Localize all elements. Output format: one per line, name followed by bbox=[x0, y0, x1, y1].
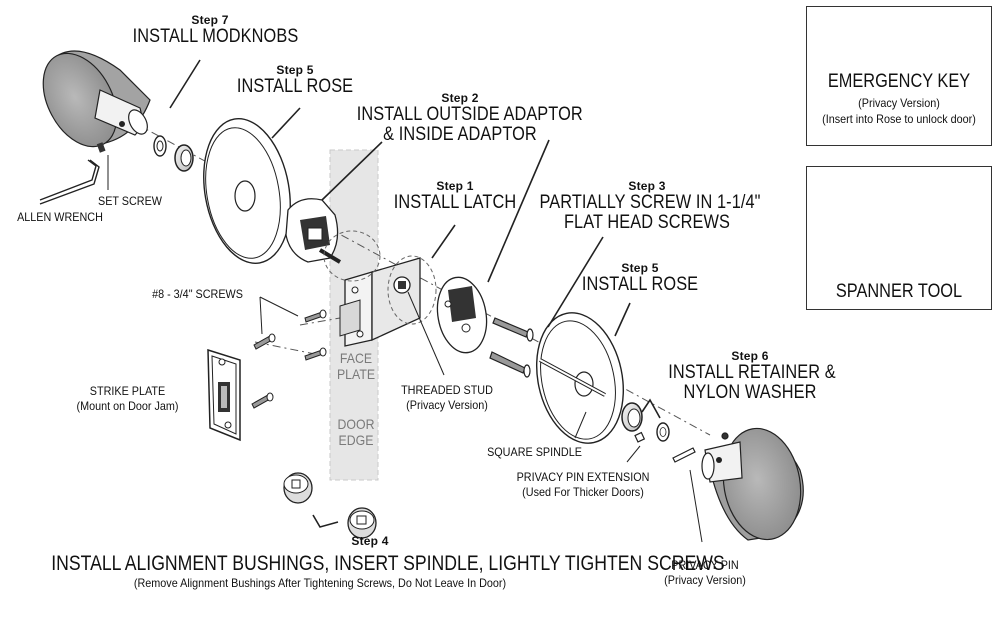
step5a-number: Step 5 bbox=[276, 63, 314, 77]
step4-title: INSTALL ALIGNMENT BUSHINGS, INSERT SPIND… bbox=[51, 552, 725, 575]
strike-plate-icon bbox=[207, 348, 241, 442]
door-edge-label: DOOR EDGE bbox=[337, 416, 375, 449]
step1-number: Step 1 bbox=[436, 179, 474, 193]
threaded-stud-label: THREADED STUD (Privacy Version) bbox=[401, 383, 493, 412]
leader-lines bbox=[107, 59, 703, 543]
step6-number: Step 6 bbox=[731, 349, 769, 363]
bushing-icon bbox=[283, 472, 377, 539]
step3-title-line1: PARTIALLY SCREW IN 1-1/4" bbox=[539, 191, 761, 213]
step6-label: Step 6 INSTALL RETAINER & NYLON WASHER bbox=[655, 350, 845, 404]
knob-icon bbox=[42, 50, 151, 148]
step4-subtitle: (Remove Alignment Bushings After Tighten… bbox=[133, 576, 507, 590]
strike-plate-label: STRIKE PLATE (Mount on Door Jam) bbox=[76, 384, 179, 413]
step6-title-line1: INSTALL RETAINER & bbox=[668, 361, 836, 383]
step3-number: Step 3 bbox=[628, 179, 666, 193]
step2-label: Step 2 INSTALL OUTSIDE ADAPTOR & INSIDE … bbox=[340, 91, 583, 146]
nylon-washer-icon bbox=[656, 422, 670, 442]
emergency-key-panel: EMERGENCY KEY (Privacy Version) (Insert … bbox=[806, 6, 992, 146]
step2-number: Step 2 bbox=[441, 91, 479, 105]
step5a-title: INSTALL ROSE bbox=[236, 75, 354, 97]
adaptor-icon bbox=[285, 198, 342, 264]
step4-number-label: Step 4 bbox=[330, 535, 410, 548]
outside-adaptor-icon bbox=[436, 276, 488, 354]
emergency-key-notes: (Privacy Version) (Insert into Rose to u… bbox=[822, 96, 976, 127]
spanner-tool-title: SPANNER TOOL bbox=[835, 281, 963, 302]
step5b-title: INSTALL ROSE bbox=[581, 273, 699, 295]
knob-right-icon bbox=[701, 427, 804, 541]
latch-icon bbox=[323, 230, 437, 347]
emergency-key-title: EMERGENCY KEY bbox=[827, 71, 971, 92]
step7-number: Step 7 bbox=[191, 13, 229, 27]
set-screw-icon bbox=[96, 142, 106, 153]
screw-icon bbox=[489, 317, 534, 378]
rose-right-icon bbox=[535, 312, 625, 444]
step2-title-line1: INSTALL OUTSIDE ADAPTOR bbox=[356, 103, 583, 125]
screws-8-label: #8 - 3/4" SCREWS bbox=[152, 287, 243, 301]
allen-wrench-icon bbox=[39, 159, 100, 205]
step5b-label: Step 5 INSTALL ROSE bbox=[560, 262, 720, 295]
allen-wrench-label: ALLEN WRENCH bbox=[17, 210, 103, 224]
rose-icon bbox=[203, 118, 291, 264]
step2-title-line2: & INSIDE ADAPTOR bbox=[383, 124, 537, 146]
small-screw-icon bbox=[251, 309, 327, 409]
privacy-pin-ext-label: PRIVACY PIN EXTENSION (Used For Thicker … bbox=[516, 470, 650, 499]
privacy-pin-icon bbox=[634, 431, 729, 463]
set-screw-label: SET SCREW bbox=[97, 194, 163, 208]
step7-label: Step 7 INSTALL MODKNOBS bbox=[120, 14, 300, 47]
square-spindle-label: SQUARE SPINDLE bbox=[487, 445, 582, 459]
spanner-tool-panel: SPANNER TOOL bbox=[806, 166, 992, 310]
retainer-right-icon bbox=[621, 402, 643, 432]
step5b-number: Step 5 bbox=[621, 261, 659, 275]
retainer-icon bbox=[174, 144, 194, 172]
privacy-pin-label: PRIVACY PIN (Privacy Version) bbox=[664, 558, 746, 587]
step1-label: Step 1 INSTALL LATCH bbox=[380, 180, 530, 213]
washer-icon bbox=[153, 135, 167, 157]
face-plate-label: FACE PLATE bbox=[336, 350, 376, 383]
step4-number: Step 4 bbox=[351, 534, 389, 548]
step3-title-line2: FLAT HEAD SCREWS bbox=[563, 212, 731, 234]
step6-title-line2: NYLON WASHER bbox=[683, 382, 817, 404]
step3-label: Step 3 PARTIALLY SCREW IN 1-1/4" FLAT HE… bbox=[522, 180, 772, 234]
step5a-label: Step 5 INSTALL ROSE bbox=[215, 64, 375, 97]
step1-title: INSTALL LATCH bbox=[393, 191, 517, 213]
step7-title: INSTALL MODKNOBS bbox=[132, 25, 299, 47]
